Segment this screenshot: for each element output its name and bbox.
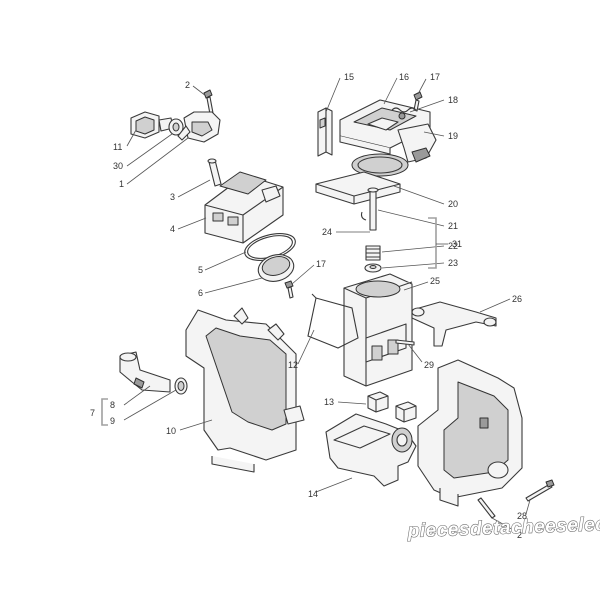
filter-part-6 — [257, 254, 295, 282]
bracket-group-31 — [428, 217, 448, 269]
screw-part-17-top — [413, 91, 423, 112]
part-label: 23 — [448, 258, 458, 268]
piston-part-21-24 — [360, 187, 379, 231]
part-label: 6 — [198, 288, 203, 298]
leader-lines — [123, 77, 531, 533]
lever-part-19 — [397, 123, 437, 163]
screw-part-28 — [525, 479, 555, 502]
part-label: 11 — [113, 142, 122, 152]
spring-part-18 — [391, 107, 417, 120]
housing-part-4 — [204, 171, 284, 244]
block-part-13 — [367, 391, 417, 423]
screw-part-2-top — [203, 89, 214, 115]
outlet-part-8 — [119, 351, 171, 393]
part-label: 13 — [324, 397, 334, 407]
cradle-part-14 — [325, 413, 417, 487]
part-label: 18 — [448, 95, 458, 105]
sieve-plate — [351, 153, 409, 177]
bracket-group-7 — [101, 398, 108, 426]
part-label: 3 — [170, 192, 175, 202]
part-label: 21 — [448, 221, 458, 231]
part-label: 2 — [185, 80, 190, 90]
screw-part-2-bottom — [477, 497, 496, 519]
lever-part-26 — [411, 301, 497, 347]
side-frame-part-10 — [185, 307, 305, 473]
valve-part-30 — [168, 118, 184, 136]
wire-clip-part-12 — [307, 293, 359, 349]
part-label: 7 — [90, 408, 95, 418]
part-label: 26 — [512, 294, 522, 304]
tray-part-20 — [315, 171, 401, 205]
clip-part-15 — [317, 107, 333, 157]
spring-part-22 — [365, 245, 381, 261]
part-label: 25 — [430, 276, 440, 286]
part-label: 22 — [448, 241, 458, 251]
o-ring-part-9 — [174, 377, 188, 395]
valve-part-11 — [130, 111, 174, 139]
part-label: 31 — [452, 239, 462, 249]
brew-chamber-part-25 — [343, 273, 413, 387]
part-label: 10 — [166, 426, 176, 436]
part-label: 2 — [517, 530, 522, 540]
part-label: 4 — [170, 224, 175, 234]
pin-part-29 — [395, 339, 415, 346]
part-label: 1 — [119, 179, 124, 189]
part-label: 17 — [316, 259, 326, 269]
part-label: 15 — [344, 72, 354, 82]
part-labels: 15 16 17 18 19 20 21 22 23 24 31 2 11 30… — [90, 72, 527, 540]
part-label: 9 — [110, 416, 115, 426]
screw-part-17-middle — [284, 280, 294, 299]
valve-body-part-1 — [177, 111, 221, 143]
part-label: 12 — [288, 360, 298, 370]
part-label: 19 — [448, 131, 458, 141]
part-label: 24 — [322, 227, 332, 237]
part-label: 5 — [198, 265, 203, 275]
washer-part-23 — [364, 263, 382, 273]
part-label: 14 — [308, 489, 318, 499]
part-label: 20 — [448, 199, 458, 209]
part-label: 30 — [113, 161, 123, 171]
tube-part-3 — [207, 158, 222, 187]
part-label: 28 — [517, 511, 527, 521]
side-frame-right — [417, 359, 523, 507]
part-label: 17 — [430, 72, 440, 82]
part-label: 29 — [424, 360, 434, 370]
part-label: 16 — [399, 72, 409, 82]
part-label: 8 — [110, 400, 115, 410]
watermark-text: piecesdetacheeselec.com — [406, 512, 600, 542]
